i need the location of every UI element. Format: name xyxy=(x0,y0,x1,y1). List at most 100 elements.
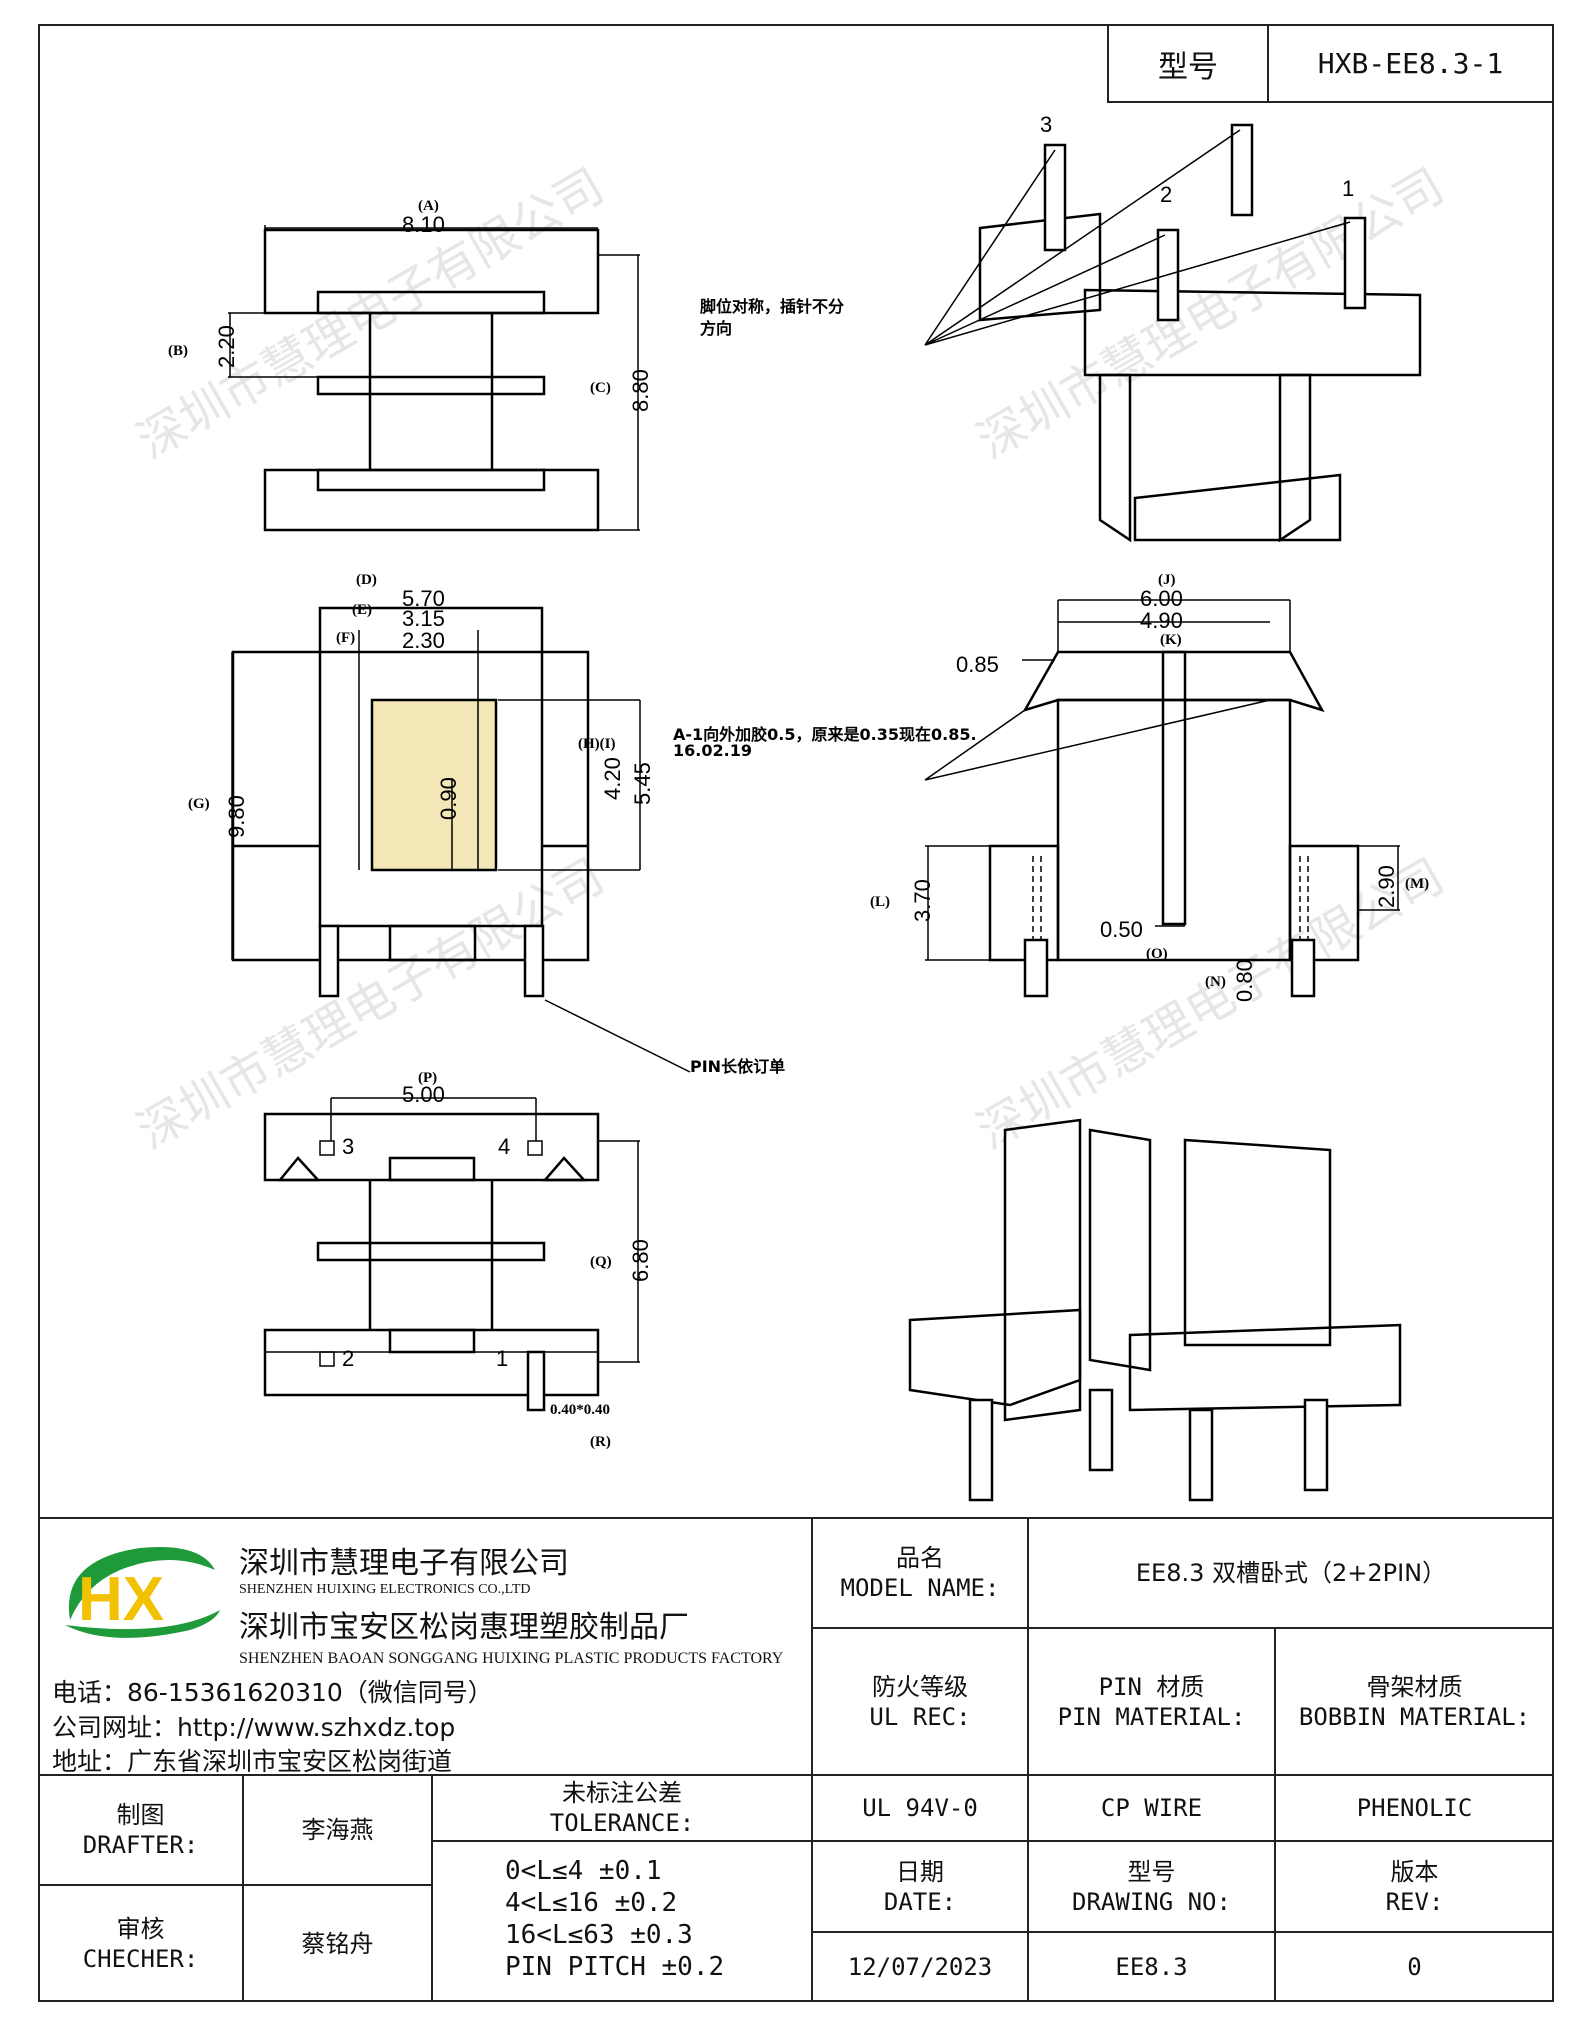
dim-label-D: (D) xyxy=(356,572,377,588)
side-note-line1: A-1向外加胶0.5，原来是0.35现在0.85. xyxy=(673,725,977,744)
checker-cn: 审核 xyxy=(116,1914,165,1943)
iso-view-bottom xyxy=(908,1118,1402,1502)
dim-label-M: (M) xyxy=(1405,876,1429,892)
dim-label-G: (G) xyxy=(188,796,210,812)
pin-material-header: PIN 材质 PIN MATERIAL: xyxy=(1028,1628,1275,1775)
dim-label-R: (R) xyxy=(590,1434,611,1450)
dim-label-F: (F) xyxy=(336,630,355,646)
dim-label-L: (L) xyxy=(870,894,890,910)
iso-note-line1: 脚位对称，插针不分 xyxy=(700,297,844,316)
date-en: DATE: xyxy=(883,1887,957,1916)
technical-drawing: 深圳市慧理电子有限公司 深圳市慧理电子有限公司 深圳市慧理电子有限公司 深圳市慧… xyxy=(128,112,1453,1502)
dim-label-HI: (H)(I) xyxy=(578,736,616,752)
drafter-value: 李海燕 xyxy=(301,1816,374,1844)
dim-label-C: (C) xyxy=(590,380,611,396)
dim-value-L: 3.70 xyxy=(910,879,935,922)
pin-label-4-bottom: 4 xyxy=(498,1134,510,1159)
model-value: HXB-EE8.3-1 xyxy=(1317,47,1504,80)
dim-value-I: 5.45 xyxy=(630,762,655,805)
drafter-header: 制图 DRAFTER: xyxy=(38,1775,243,1885)
side-note-line2: 16.02.19 xyxy=(673,741,752,760)
tolerance-header: 未标注公差 TOLERANCE: xyxy=(432,1775,812,1841)
dim-label-K: (K) xyxy=(1160,632,1182,648)
pin-note: PIN长依订单 xyxy=(690,1057,785,1076)
tolerance-line: 4<L≤16 ±0.2 xyxy=(505,1888,678,1918)
dim-value-E: 3.15 xyxy=(402,606,445,631)
dim-value-N: 0.80 xyxy=(1232,959,1257,1002)
tolerance-en: TOLERANCE: xyxy=(549,1809,695,1837)
dim-value-R: 0.40*0.40 xyxy=(550,1402,610,1418)
dim-value-M: 2.90 xyxy=(1374,865,1399,908)
pin-label-3: 3 xyxy=(1040,112,1052,137)
front-view xyxy=(231,606,691,1073)
dim-value-H: 4.20 xyxy=(600,757,625,800)
rev-en: REV: xyxy=(1385,1887,1444,1916)
checker-en: CHECHER: xyxy=(82,1944,199,1973)
pin-label-3-bottom: 3 xyxy=(342,1134,354,1159)
drafter-en: DRAFTER: xyxy=(82,1831,199,1859)
pin-label-1: 1 xyxy=(1342,176,1354,201)
dim-label-P: (P) xyxy=(418,1070,437,1086)
dim-value-C: 8.80 xyxy=(628,369,653,412)
dim-label-J: (J) xyxy=(1158,572,1176,588)
tolerance-list: 0<L≤4 ±0.1 4<L≤16 ±0.2 16<L≤63 ±0.3 PIN … xyxy=(505,1855,724,1983)
fire-rating-cn: 防火等级 xyxy=(872,1672,968,1701)
date-header: 日期 DATE: xyxy=(812,1841,1028,1932)
drawing-no-en: DRAWING NO: xyxy=(1072,1887,1231,1916)
checker-value: 蔡铭舟 xyxy=(301,1929,374,1958)
company-name-en: SHENZHEN HUIXING ELECTRONICS CO.,LTD xyxy=(239,1582,531,1597)
drawing-no-cn: 型号 xyxy=(1127,1857,1176,1886)
dim-value-F: 2.30 xyxy=(402,628,445,653)
dim-label-A: (A) xyxy=(418,198,439,214)
pin-material-cn: PIN 材质 xyxy=(1098,1672,1205,1701)
tolerance-line: PIN PITCH ±0.2 xyxy=(505,1952,725,1982)
bobbin-material-cn: 骨架材质 xyxy=(1366,1672,1463,1701)
checker-header: 审核 CHECHER: xyxy=(38,1885,243,2002)
iso-note-line2: 方向 xyxy=(700,319,732,338)
model-box: 型号 HXB-EE8.3-1 xyxy=(1107,24,1554,103)
rev-value: 0 xyxy=(1407,1953,1422,1981)
dim-value-side: 0.85 xyxy=(956,652,999,677)
pin-label-1-bottom: 1 xyxy=(496,1346,508,1371)
product-name-en: MODEL NAME: xyxy=(840,1574,1000,1602)
dim-value-K: 4.90 xyxy=(1140,608,1183,633)
date-cn: 日期 xyxy=(896,1857,944,1886)
drawing-frame xyxy=(38,24,1554,2002)
side-view xyxy=(924,599,1400,998)
bobbin-material-en: BOBBIN MATERIAL: xyxy=(1298,1702,1531,1731)
dim-value-P: 5.00 xyxy=(402,1082,445,1107)
company-website[interactable]: 公司网址：http://www.szhxdz.top xyxy=(52,1713,456,1742)
drawing-no-header: 型号 DRAWING NO: xyxy=(1028,1841,1275,1932)
fire-rating-en: UL REC: xyxy=(869,1702,971,1731)
company-address: 地址：广东省深圳市宝安区松岗街道 xyxy=(52,1747,453,1776)
pin-material-value: CP WIRE xyxy=(1100,1794,1203,1822)
pin-label-2: 2 xyxy=(1160,182,1172,207)
pin-label-2-bottom: 2 xyxy=(342,1346,354,1371)
top-view xyxy=(228,225,640,532)
iso-view-top xyxy=(924,123,1422,543)
model-label: 型号 xyxy=(1109,26,1269,101)
dim-value-A: 8.10 xyxy=(402,212,445,237)
dim-value-G: 9.80 xyxy=(224,795,249,838)
product-name-cn: 品名 xyxy=(896,1544,944,1572)
company-phone: 电话：86-15361620310（微信同号） xyxy=(52,1678,493,1707)
dim-label-B: (B) xyxy=(168,343,188,359)
drawing-no-value: EE8.3 xyxy=(1115,1953,1188,1981)
fire-rating-header: 防火等级 UL REC: xyxy=(812,1628,1028,1775)
dim-value-J: 6.00 xyxy=(1140,586,1183,611)
dim-label-O: (O) xyxy=(1146,946,1168,962)
bottom-view xyxy=(263,1097,640,1412)
logo-text: HX xyxy=(78,1565,164,1634)
fire-rating-value: UL 94V-0 xyxy=(862,1794,978,1822)
tolerance-line: 0<L≤4 ±0.1 xyxy=(505,1856,662,1886)
factory-name-cn: 深圳市宝安区松岗惠理塑胶制品厂 xyxy=(239,1610,689,1645)
dim-value-center: 0.90 xyxy=(436,777,461,820)
product-name-value: EE8.3 双槽卧式（2+2PIN） xyxy=(1135,1559,1447,1587)
drafter-cn: 制图 xyxy=(116,1801,165,1829)
dim-label-N: (N) xyxy=(1205,974,1226,990)
dim-label-Q: (Q) xyxy=(590,1254,612,1270)
company-logo: HX xyxy=(65,1546,220,1638)
tolerance-cn: 未标注公差 xyxy=(562,1779,682,1807)
company-name-cn: 深圳市慧理电子有限公司 xyxy=(239,1546,569,1581)
date-value: 12/07/2023 xyxy=(847,1953,993,1981)
